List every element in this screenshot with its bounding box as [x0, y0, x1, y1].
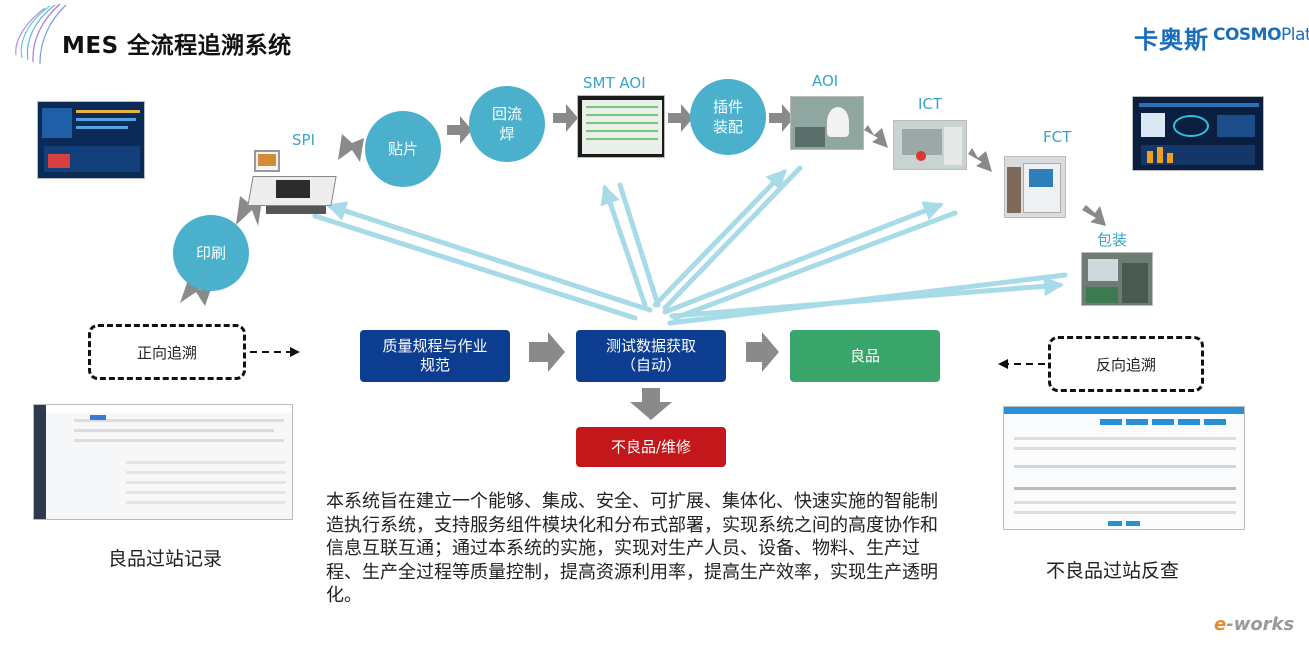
- step-huiliuhan: 回流 焊: [469, 86, 545, 162]
- defect-lookup-screenshot: [1003, 406, 1245, 530]
- caption-pass-record: 良品过站记录: [108, 548, 223, 570]
- defect-repair-box: 不良品/维修: [576, 427, 726, 467]
- label-aoi: AOI: [812, 72, 839, 90]
- swirl-decoration: [15, 3, 67, 65]
- step-yinshua: 印刷: [173, 215, 249, 291]
- label-fct: FCT: [1043, 128, 1072, 146]
- caption-defect-lookup: 不良品过站反查: [1046, 560, 1180, 582]
- page-title: MES 全流程追溯系统: [62, 33, 292, 59]
- smt-aoi-image: [577, 95, 665, 158]
- label-ict: ICT: [918, 95, 943, 113]
- aoi-image: [790, 96, 864, 150]
- test-data-box: 测试数据获取 （自动）: [576, 330, 726, 382]
- label-spi: SPI: [292, 131, 315, 149]
- eworks-rest: -works: [1226, 614, 1295, 635]
- pass-record-screenshot: [33, 404, 293, 520]
- brand-en-logo: COSMOPlat: [1213, 25, 1309, 45]
- quality-spec-box: 质量规程与作业 规范: [360, 330, 510, 382]
- eworks-e: e: [1214, 614, 1227, 635]
- eworks-logo: e-works: [1214, 614, 1294, 635]
- ict-image: [893, 120, 967, 170]
- baozhuang-image: [1081, 252, 1153, 306]
- spi-machine-image: [247, 150, 338, 218]
- forward-trace-box: 正向追溯: [88, 324, 246, 380]
- step-chajian: 插件 装配: [690, 79, 766, 155]
- brand-en-thin: Plat: [1281, 25, 1309, 45]
- dashboard-photo-left: [37, 101, 145, 179]
- label-smt-aoi: SMT AOI: [583, 74, 646, 92]
- step-tiepian: 贴片: [365, 111, 441, 187]
- good-product-box: 良品: [790, 330, 940, 382]
- light-arrows: [312, 165, 1068, 326]
- fct-image: [1004, 156, 1066, 218]
- label-baozhuang: 包装: [1097, 231, 1128, 249]
- brand-cn-logo: 卡奥斯: [1134, 26, 1209, 54]
- system-description: 本系统旨在建立一个能够、集成、安全、可扩展、集体化、快速实施的智能制造执行系统，…: [326, 491, 938, 606]
- dashboard-photo-right: [1132, 96, 1264, 171]
- reverse-trace-box: 反向追溯: [1048, 336, 1204, 392]
- brand-en-bold: COSMO: [1213, 25, 1282, 45]
